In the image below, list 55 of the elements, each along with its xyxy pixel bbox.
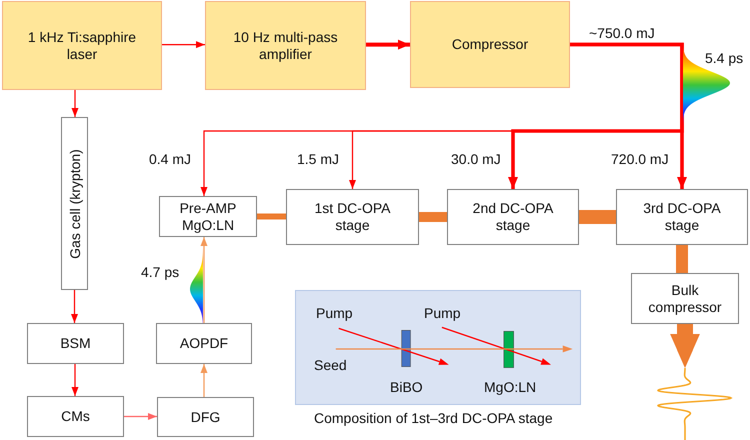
duration-label: 5.4 ps <box>704 50 744 66</box>
arrow <box>200 237 208 323</box>
gas-cell-box <box>61 117 88 290</box>
connector-line <box>257 214 286 220</box>
arrow <box>124 413 157 420</box>
inset-panel <box>295 290 581 405</box>
component-name: 1st DC-OPA stage <box>314 200 392 234</box>
arrow <box>71 290 78 323</box>
connector-line <box>579 210 616 224</box>
component-box <box>286 189 419 245</box>
component-name: CMs <box>61 408 90 425</box>
component-name: Pre-AMP MgO:LN <box>178 200 238 234</box>
arrow <box>72 364 78 396</box>
waveform-icon <box>655 368 733 440</box>
beam-label: Pump <box>424 305 461 321</box>
component-box <box>631 273 739 324</box>
component-box <box>205 1 366 90</box>
component-box <box>447 189 579 245</box>
connector-line <box>676 245 688 273</box>
component-name: Gas cell (krypton) <box>66 148 82 258</box>
arrow <box>200 364 208 397</box>
energy-label: 720.0 mJ <box>610 151 670 167</box>
component-box <box>156 323 252 364</box>
arrow <box>162 41 205 48</box>
arrow <box>670 324 700 368</box>
component-box <box>2 1 162 90</box>
energy-label: 0.4 mJ <box>148 151 192 167</box>
component-name: DFG <box>190 408 220 426</box>
component-box <box>616 189 748 245</box>
component-box <box>157 397 254 437</box>
beam-label: Seed <box>314 357 347 373</box>
energy-label: ~750.0 mJ <box>588 25 656 41</box>
arrow <box>366 40 410 50</box>
component-box <box>410 1 570 88</box>
component-name: Bulk compressor <box>647 282 723 316</box>
component-name: AOPDF <box>180 335 228 352</box>
connector-line <box>419 212 447 222</box>
component-name: 10 Hz multi-pass amplifier <box>232 28 339 62</box>
arrow <box>570 42 687 189</box>
arrow <box>72 90 78 117</box>
component-box <box>27 396 124 437</box>
component-name: 3rd DC-OPA stage <box>642 200 722 234</box>
inset-caption: Composition of 1st–3rd DC-OPA stage <box>313 410 554 426</box>
component-box <box>27 323 124 364</box>
component-name: 2nd DC-OPA stage <box>472 200 554 234</box>
crystal-label: BiBO <box>390 379 423 395</box>
crystal-label: MgO:LN <box>484 379 536 395</box>
beam-label: Pump <box>316 305 353 321</box>
component-name: 1 kHz Ti:sapphire laser <box>26 28 138 62</box>
duration-label: 4.7 ps <box>140 264 180 280</box>
component-box <box>159 196 257 237</box>
component-name: Compressor <box>452 36 528 53</box>
component-name: BSM <box>60 335 91 352</box>
energy-label: 30.0 mJ <box>450 151 502 167</box>
energy-label: 1.5 mJ <box>296 151 340 167</box>
